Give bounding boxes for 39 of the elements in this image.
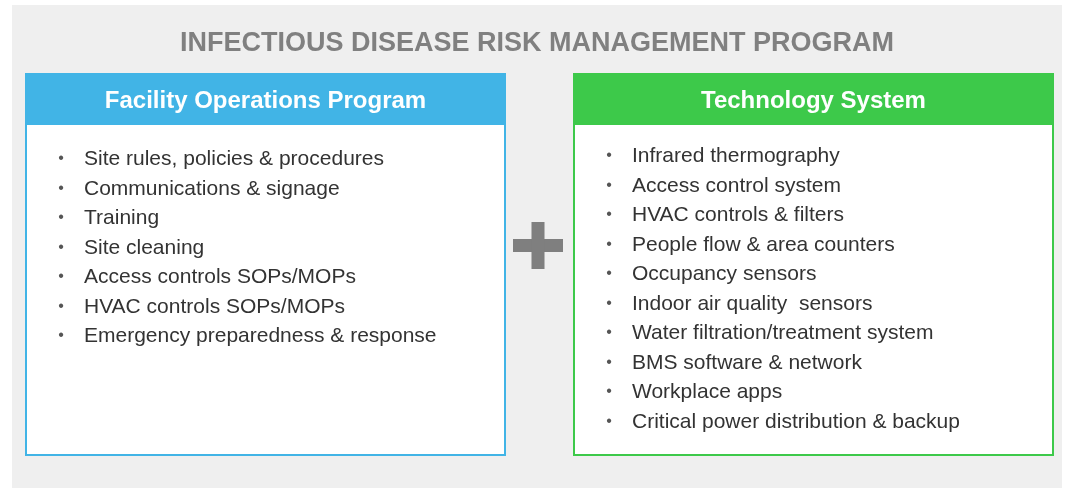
bullet-marker: •: [605, 292, 613, 313]
list-item: Critical power distribution & backup: [632, 407, 960, 434]
list-item: Infrared thermography: [632, 142, 840, 168]
program-box: [573, 73, 1054, 456]
list-item: Workplace apps: [632, 378, 783, 404]
bullet-marker: •: [57, 148, 65, 168]
list-item: Communications & signage: [84, 174, 340, 201]
list-item: Indoor air quality sensors: [632, 289, 873, 316]
list-item: HVAC controls SOPs/MOPs: [84, 292, 345, 319]
program-box: [25, 73, 506, 456]
bullet-marker: •: [605, 233, 613, 254]
bullet-marker: •: [57, 295, 65, 316]
bullet-marker: •: [605, 145, 613, 165]
box-header: Technology System: [575, 75, 1052, 125]
list-item: Access control system: [632, 171, 841, 198]
list-item: Access controls SOPs/MOPs: [84, 263, 356, 289]
bullet-marker: •: [57, 236, 65, 257]
list-item: HVAC controls & filters: [632, 201, 844, 227]
list-item: Water filtration/treatment system: [632, 319, 934, 345]
bullet-marker: •: [57, 266, 65, 286]
list-item: Site rules, policies & procedures: [84, 145, 384, 171]
bullet-marker: •: [605, 204, 613, 224]
list-item: People flow & area counters: [632, 230, 895, 257]
list-item: Emergency preparedness & response: [84, 322, 437, 348]
bullet-marker: •: [57, 177, 65, 198]
bullet-marker: •: [605, 263, 613, 283]
bullet-marker: •: [605, 381, 613, 401]
bullet-marker: •: [57, 325, 65, 345]
list-item: Training: [84, 204, 160, 230]
bullet-marker: •: [605, 174, 613, 195]
bullet-marker: •: [605, 410, 613, 431]
bullet-marker: •: [57, 207, 65, 227]
box-header: Facility Operations Program: [27, 75, 504, 125]
bullet-marker: •: [605, 351, 613, 372]
diagram-title: INFECTIOUS DISEASE RISK MANAGEMENT PROGRAM: [178, 26, 895, 59]
list-item: BMS software & network: [632, 348, 862, 375]
bullet-marker: •: [605, 322, 613, 342]
list-item: Occupancy sensors: [632, 260, 817, 286]
list-item: Site cleaning: [84, 233, 205, 260]
